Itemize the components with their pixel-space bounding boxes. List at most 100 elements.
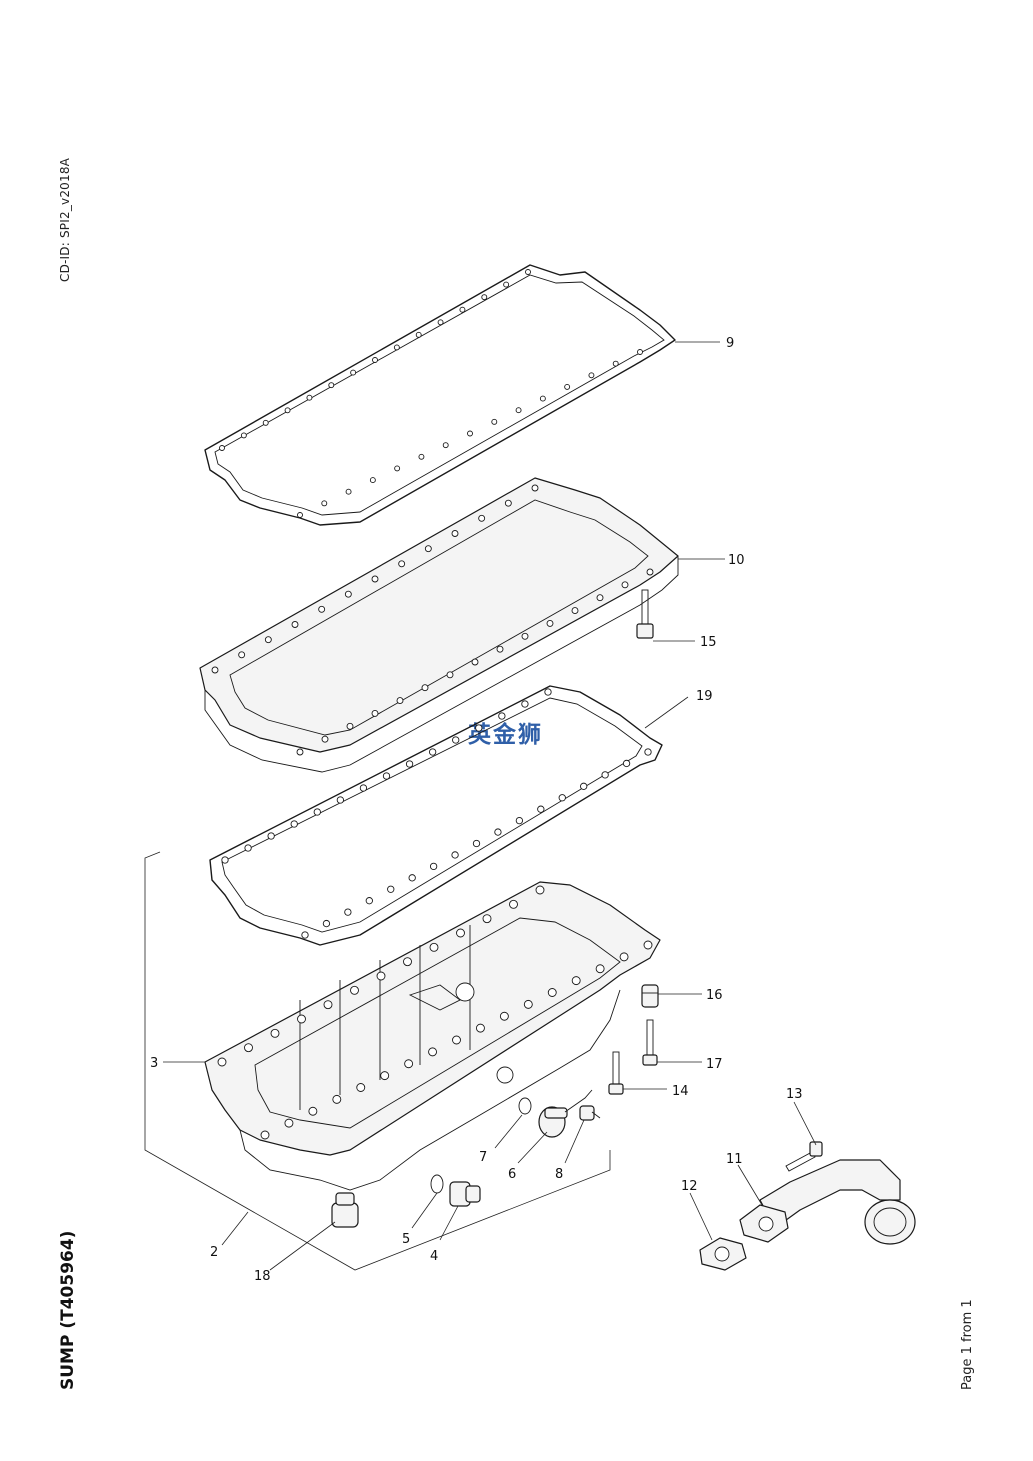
bolt-hole — [499, 1011, 509, 1021]
bolt-hole — [601, 771, 609, 779]
callout-8: 8 — [555, 1167, 563, 1182]
bolt-hole — [459, 306, 466, 313]
bolt-hole — [244, 844, 252, 852]
bolt-hole — [394, 465, 401, 472]
bolt-hole — [621, 581, 629, 589]
gasket-lower — [209, 685, 663, 946]
bolt-hole — [365, 897, 373, 905]
bolt-hole — [547, 988, 557, 997]
bolt-hole — [344, 590, 352, 598]
bolt-hole — [393, 344, 400, 351]
bolt-hole — [452, 736, 460, 744]
bolt-hole — [504, 499, 512, 507]
bolt-hole — [217, 1057, 227, 1067]
bolt-hole — [336, 796, 345, 804]
bolt-hole — [646, 568, 654, 576]
bolt-hole — [537, 805, 545, 813]
callout-7: 7 — [479, 1150, 487, 1165]
bolt-hole — [515, 407, 522, 414]
bolt-hole — [238, 651, 246, 659]
bolt-hole — [415, 331, 422, 338]
bolt-hole — [571, 976, 581, 986]
bolt-17 — [642, 1019, 658, 1066]
bolt-hole — [619, 952, 629, 962]
bolt-hole — [596, 594, 604, 602]
plug-16 — [641, 984, 659, 1008]
bolt-hole — [523, 999, 533, 1009]
pickup-pipe-11 — [739, 1159, 916, 1245]
bolt-hole — [262, 419, 269, 426]
bolt-hole — [291, 621, 299, 628]
bolt-hole — [580, 782, 588, 790]
bolt-hole — [328, 382, 335, 389]
bolt-hole — [404, 1059, 414, 1069]
bolt-hole — [494, 828, 502, 836]
bolt-hole — [478, 514, 486, 522]
bolt-hole — [564, 383, 571, 390]
bolt-hole — [588, 372, 595, 379]
bolt-hole — [387, 885, 395, 893]
ladder-frame — [199, 477, 679, 773]
bolt-hole — [306, 394, 313, 401]
bolt-hole — [267, 832, 275, 840]
callout-11: 11 — [726, 1152, 743, 1167]
bolt-hole — [644, 748, 652, 756]
bolt-hole — [244, 1043, 253, 1053]
bolt-hole — [369, 477, 376, 484]
sensor-8 — [579, 1105, 601, 1121]
bolt-14 — [608, 1051, 624, 1095]
bolt-hole — [219, 445, 225, 451]
bolt-hole — [359, 784, 368, 792]
bolt-hole — [521, 632, 529, 640]
bolt-hole — [318, 605, 326, 613]
bolt-hole — [515, 816, 524, 825]
bolt-hole — [535, 885, 545, 895]
callout-14: 14 — [672, 1084, 689, 1099]
bolt-hole — [290, 820, 298, 828]
bolt-hole — [240, 432, 247, 439]
oring-7 — [518, 1097, 532, 1115]
bolt-hole — [284, 407, 291, 414]
gasket-top — [204, 264, 676, 526]
bolt-hole — [264, 636, 272, 644]
bolt-hole — [424, 545, 432, 553]
bolt-hole — [503, 281, 510, 288]
bolt-hole — [531, 484, 539, 492]
bolt-hole — [350, 985, 359, 995]
bolt-hole — [350, 369, 357, 376]
bolt-hole — [571, 607, 579, 615]
bolt-hole — [612, 360, 619, 367]
bolt-hole — [637, 349, 643, 355]
bolt-hole — [270, 1028, 280, 1038]
bolt-hole — [221, 856, 229, 864]
bolt-hole — [558, 794, 566, 802]
bolt-hole — [643, 940, 653, 950]
flange-gasket-12 — [699, 1237, 747, 1271]
bolt-hole — [525, 269, 531, 275]
bolt-hole — [446, 671, 454, 679]
bolt-hole — [418, 453, 425, 460]
bolt-hole — [405, 760, 414, 768]
bolt-hole — [380, 1071, 390, 1081]
bolt-hole — [301, 931, 309, 939]
bolt-hole — [398, 560, 406, 568]
bolt-hole — [296, 748, 304, 756]
bolt-hole — [408, 874, 416, 882]
callout-16: 16 — [706, 988, 723, 1003]
bolt-hole — [546, 619, 554, 627]
bolt-hole — [451, 851, 459, 859]
bolt-hole — [297, 512, 303, 518]
bolt-hole — [428, 1047, 438, 1057]
bolt-hole — [403, 957, 412, 967]
bolt-hole — [491, 418, 498, 425]
bolt-hole — [509, 899, 518, 909]
bolt-hole — [313, 808, 321, 816]
callout-9: 9 — [726, 336, 734, 351]
bolt-hole — [372, 357, 378, 363]
bolt-hole — [539, 395, 546, 402]
bolt-13 — [785, 1141, 823, 1172]
bolt-hole — [429, 942, 439, 952]
bolt-hole — [356, 1083, 366, 1092]
bolt-hole — [260, 1130, 270, 1140]
